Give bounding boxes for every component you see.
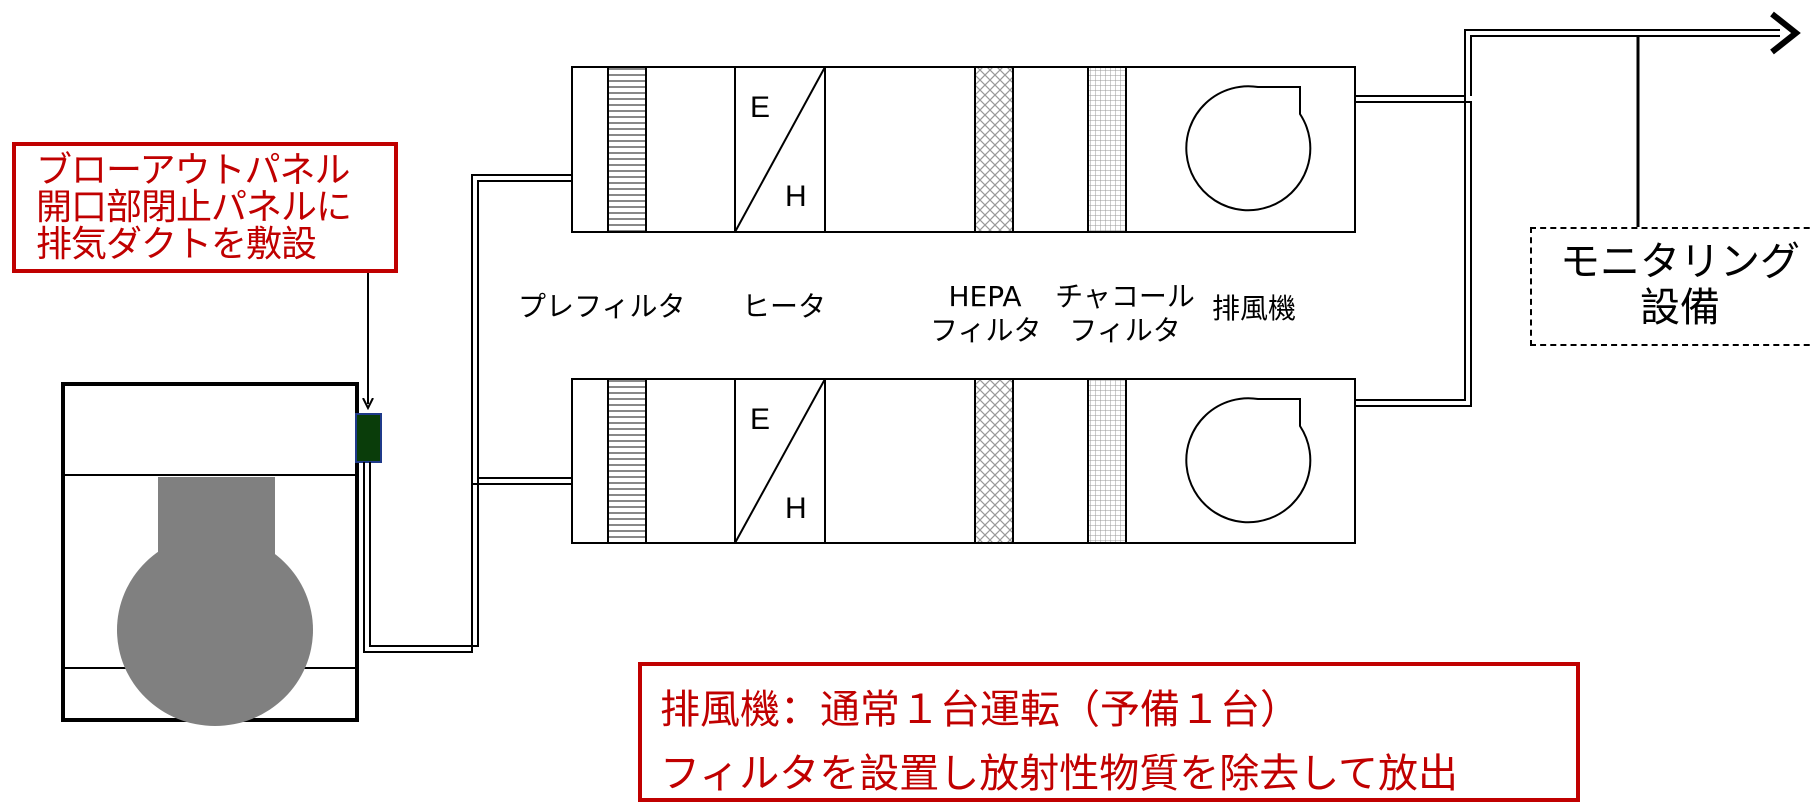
exhaust-system-diagram: E H E H [61,11,1801,726]
lower-unit: E H [571,378,1356,544]
hepa-label: HEPA フィルタ [930,280,1042,348]
reactor-building [61,382,359,726]
charcoal-filter-element [1087,378,1127,544]
fan-icon [1185,85,1312,212]
callout-line: ブローアウトパネル [36,150,351,191]
hepa-label-line1: HEPA [948,280,1022,313]
outlet-duct [1355,29,1780,407]
note-line2: フィルタを設置し放射性物質を除去して放出 [660,751,1458,797]
monitor-line2: 設備 [1640,285,1720,331]
heater-h-mark: H [785,180,807,213]
charcoal-label: チャコール フィルタ [1055,280,1195,348]
blowout-panel-callout: ブローアウトパネル 開口部閉止パネルに 排気ダクトを敷設 [12,142,398,273]
hepa-label-line2: フィルタ [930,314,1042,347]
hepa-filter-element [974,378,1014,544]
heater-e-mark: E [750,403,770,436]
charcoal-label-line2: フィルタ [1069,314,1181,347]
exhaust-arrow-icon [1770,11,1801,55]
inlet-duct [363,174,580,653]
fan-icon [1185,397,1312,524]
heater-label: ヒータ [742,290,827,323]
hepa-filter-element [974,66,1014,233]
blowout-panel [355,413,382,463]
charcoal-label-line1: チャコール [1055,280,1195,313]
fan-label: 排風機 [1212,292,1297,325]
callout-line: 排気ダクトを敷設 [36,224,317,265]
note-line1: 排風機：通常１台運転（予備１台） [660,687,1300,733]
prefilter-label: プレフィルタ [518,290,686,323]
reactor-vessel [117,534,313,726]
prefilter-element [607,378,647,544]
prefilter-element [607,66,647,233]
callout-line: 開口部閉止パネルに [36,187,352,228]
heater-e-mark: E [750,91,770,124]
monitoring-equipment-box: モニタリング 設備 [1530,227,1810,346]
upper-unit: E H [571,66,1356,233]
operation-note: 排風機：通常１台運転（予備１台） フィルタを設置し放射性物質を除去して放出 [638,662,1580,802]
heater-h-mark: H [785,492,807,525]
charcoal-filter-element [1087,66,1127,233]
monitor-line1: モニタリング [1560,239,1800,285]
